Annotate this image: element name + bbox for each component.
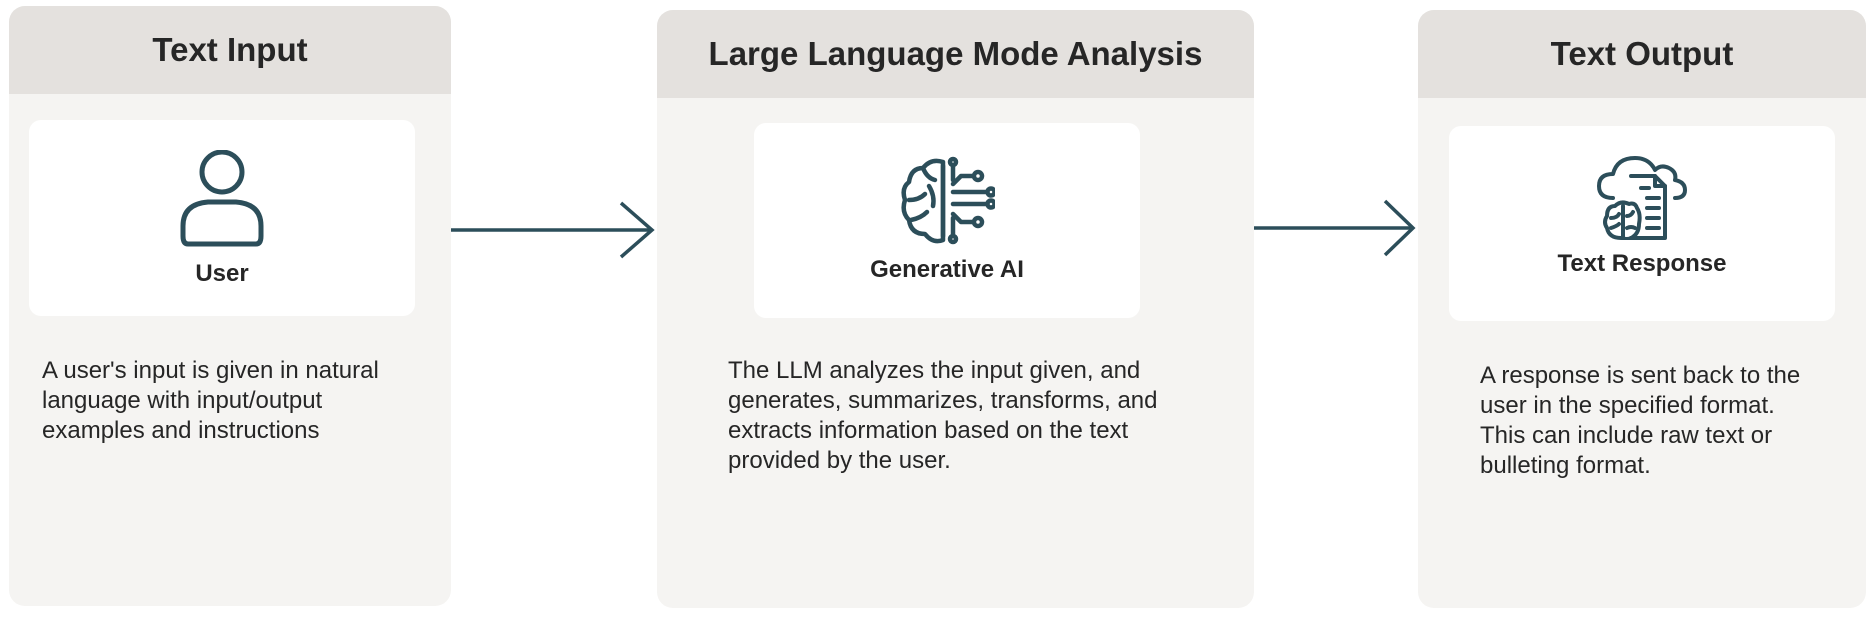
panel-description: A response is sent back to the user in t… — [1480, 362, 1801, 479]
cloud-document-icon — [1597, 156, 1687, 240]
arrow-right-icon — [451, 201, 655, 259]
generative-ai-card: Generative AI — [754, 123, 1140, 318]
text-response-card: Text Response — [1449, 126, 1835, 321]
panel-title: Large Language Mode Analysis — [657, 10, 1254, 98]
panel-description: The LLM analyzes the input given, and ge… — [728, 357, 1158, 474]
panel-title: Text Input — [9, 6, 451, 94]
card-label: Generative AI — [870, 256, 1024, 283]
panel-description: A user's input is given in natural langu… — [42, 357, 379, 444]
ai-brain-icon — [901, 156, 995, 245]
user-card: User — [29, 120, 415, 316]
card-label: User — [195, 260, 249, 287]
panel-title: Text Output — [1418, 10, 1866, 98]
panel-text-input: Text Input User A user's input is given … — [9, 6, 451, 606]
user-icon — [180, 150, 264, 247]
panel-llm-analysis: Large Language Mode Analysis — [657, 10, 1254, 608]
panel-text-output: Text Output Text — [1418, 10, 1866, 608]
arrow-right-icon — [1254, 199, 1416, 257]
card-label: Text Response — [1557, 250, 1727, 277]
